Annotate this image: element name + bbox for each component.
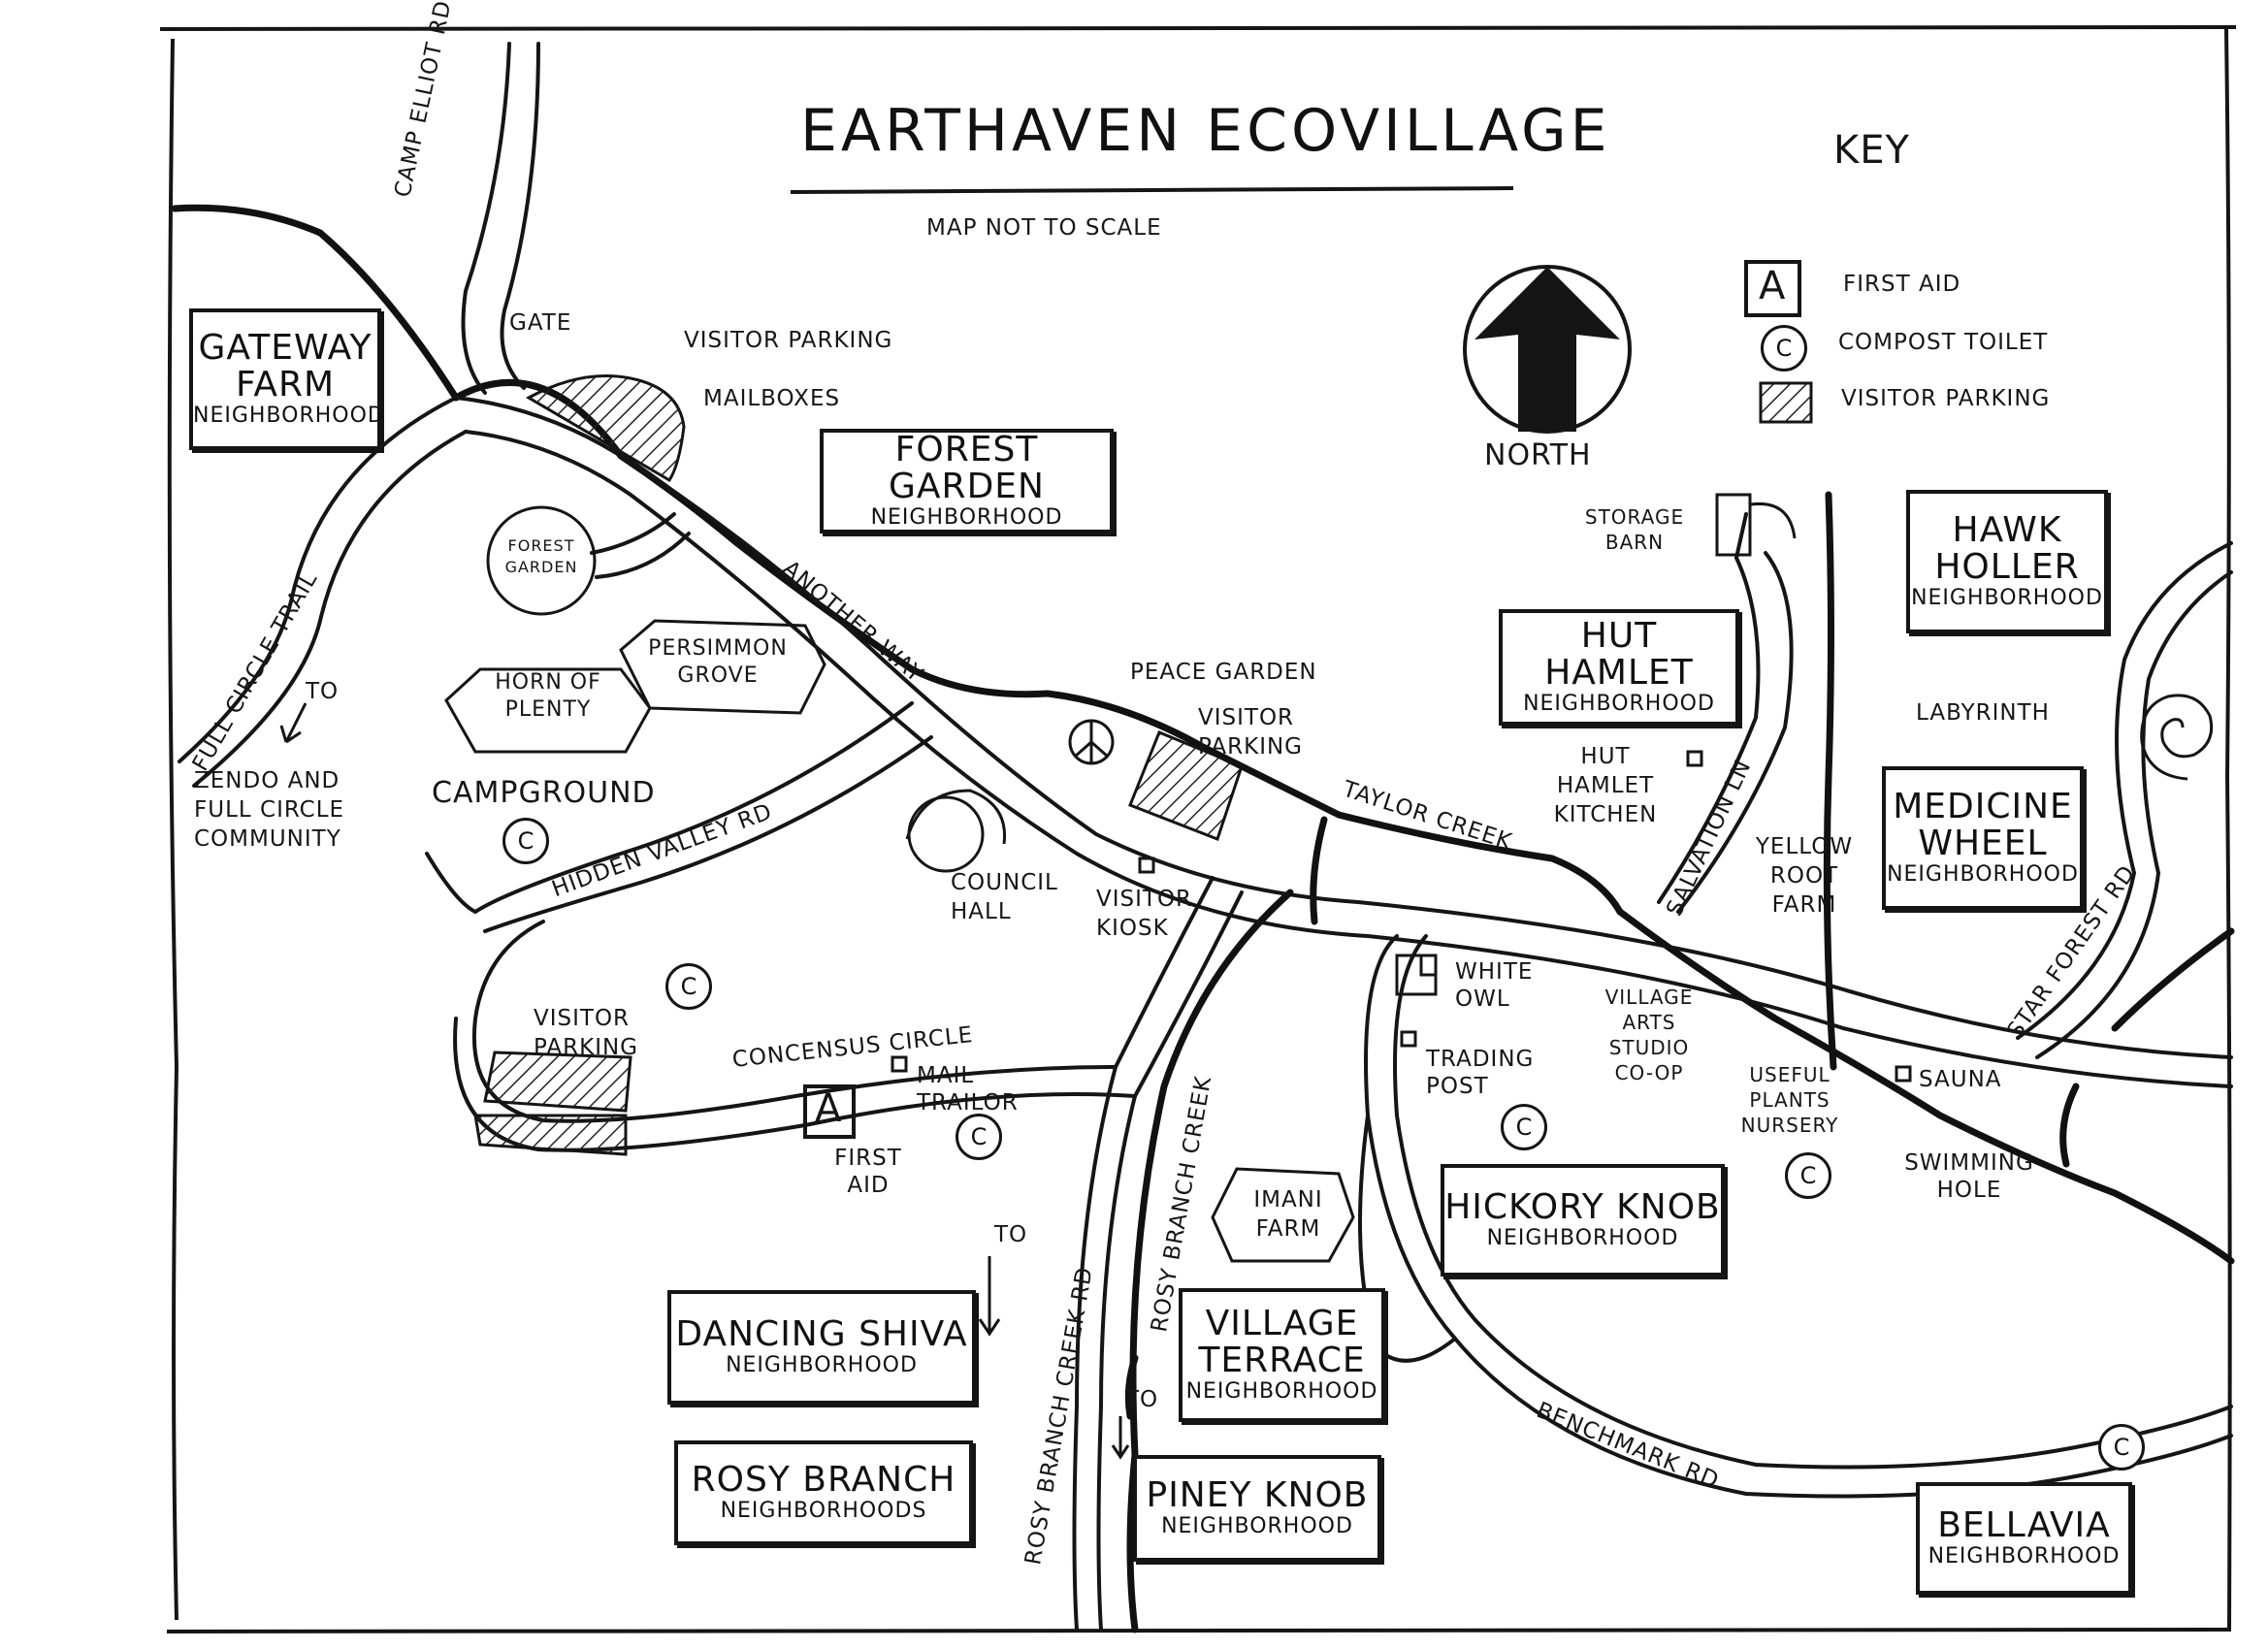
neighborhood-sub: NEIGHBORHOOD [1523,692,1715,716]
label-peace-garden: PEACE GARDEN [1130,660,1317,685]
neighborhood-sub: NEIGHBORHOOD [870,505,1063,530]
neighborhood-forest-garden: FOREST GARDEN NEIGHBORHOOD [820,429,1114,534]
map-title: EARTHAVEN ECOVILLAGE [800,97,1611,165]
label-visitor-parking-top: VISITOR PARKING [684,328,893,353]
key-compost-icon: C [1761,325,1807,372]
compost-toilet-icon: C [502,818,549,864]
label-hut-hamlet-kitchen: HUT HAMLET KITCHEN [1553,744,1658,827]
label-storage-barn: STORAGE BARN [1584,505,1685,554]
key-first-aid-symbol: A [1759,264,1787,308]
neighborhood-medicine-wheel: MEDICINE WHEEL NEIGHBORHOOD [1882,766,2084,910]
label-to-piney: TO [1125,1387,1159,1412]
neighborhood-name: VILLAGE TERRACE [1198,1304,1366,1380]
compost-toilet-icon: C [2098,1424,2145,1471]
neighborhood-name: FOREST GARDEN [889,430,1045,506]
map-subtitle: MAP NOT TO SCALE [926,215,1162,241]
north-arrow-icon [1463,265,1632,434]
neighborhood-sub: NEIGHBORHOOD [1928,1544,2121,1568]
neighborhood-name: HUT HAMLET [1544,616,1694,693]
neighborhood-sub: NEIGHBORHOOD [726,1353,918,1377]
labyrinth-icon [2140,694,2214,781]
label-to-left: TO [994,1222,1028,1247]
neighborhood-name: MEDICINE WHEEL [1893,787,2073,863]
neighborhood-name: DANCING SHIVA [675,1314,968,1354]
neighborhood-name: ROSY BRANCH [691,1460,956,1500]
label-first-aid: FIRST AID [834,1146,902,1198]
direction-arrows [279,702,1130,1460]
neighborhood-sub: NEIGHBORHOODS [720,1499,927,1523]
label-village-arts: VILLAGE ARTS STUDIO CO-OP [1604,986,1694,1084]
label-visitor-parking-mid: VISITOR PARKING [1198,705,1304,760]
compost-toilet-icon: C [1785,1152,1831,1199]
key-visitor-parking-label: VISITOR PARKING [1841,386,2051,411]
key-symbols [803,260,1813,1139]
label-persimmon-grove: PERSIMMON GROVE [648,636,788,688]
label-swimming-hole: SWIMMING HOLE [1904,1150,2034,1203]
label-mailboxes: MAILBOXES [703,386,841,411]
neighborhood-dancing-shiva: DANCING SHIVA NEIGHBORHOOD [667,1290,976,1405]
map-structures [444,493,1912,1263]
neighborhood-hawk-holler: HAWK HOLLER NEIGHBORHOOD [1906,490,2108,633]
neighborhood-sub: NEIGHBORHOOD [1185,1379,1378,1404]
title-underline [790,186,1514,194]
neighborhood-name: GATEWAY FARM [198,328,373,404]
peace-garden-icon [1068,719,1115,765]
road-lines [178,42,2233,1632]
label-labyrinth: LABYRINTH [1916,700,2050,726]
key-compost-label: COMPOST TOILET [1838,330,2049,355]
compost-toilet-icon: C [1501,1104,1547,1150]
neighborhood-sub: NEIGHBORHOOD [1486,1226,1679,1250]
north-label: NORTH [1484,438,1592,472]
label-horn-of-plenty: HORN OF PLENTY [495,670,601,722]
neighborhood-name: HAWK HOLLER [1934,510,2080,587]
compost-toilet-icon: C [665,963,712,1010]
neighborhood-sub: NEIGHBORHOOD [1161,1514,1353,1538]
neighborhood-hickory-knob: HICKORY KNOB NEIGHBORHOOD [1441,1164,1725,1277]
key-heading: KEY [1833,128,1910,173]
label-imani-farm: IMANI FARM [1253,1187,1323,1242]
neighborhood-gateway-farm: GATEWAY FARM NEIGHBORHOOD [189,308,385,450]
label-white-owl: WHITE OWL [1455,959,1534,1012]
label-yellow-root-farm: YELLOW ROOT FARM [1755,834,1854,918]
neighborhood-sub: NEIGHBORHOOD [1887,862,2079,887]
label-visitor-parking-left: VISITOR PARKING [534,1006,639,1060]
neighborhood-piney-knob: PINEY KNOB NEIGHBORHOOD [1133,1455,1381,1562]
label-forest-garden-small: FOREST GARDEN [504,536,578,576]
label-gate: GATE [509,310,572,336]
label-sauna: SAUNA [1919,1067,2002,1092]
label-council-hall: COUNCIL HALL [951,870,1058,924]
label-trading-post: TRADING POST [1426,1047,1535,1099]
key-first-aid-label: FIRST AID [1843,272,1961,297]
neighborhood-sub: NEIGHBORHOOD [1911,586,2103,610]
label-useful-plants: USEFUL PLANTS NURSERY [1740,1063,1839,1137]
label-campground: CAMPGROUND [432,776,656,810]
neighborhood-bellavia: BELLAVIA NEIGHBORHOOD [1916,1482,2132,1595]
neighborhood-name: HICKORY KNOB [1444,1187,1721,1227]
neighborhood-village-terrace: VILLAGE TERRACE NEIGHBORHOOD [1179,1288,1385,1422]
label-to-zendo: TO [306,679,340,704]
label-mail-trailer: MAIL TRAILOR [917,1063,1019,1116]
neighborhood-name: BELLAVIA [1937,1505,2111,1545]
neighborhood-rosy-branch: ROSY BRANCH NEIGHBORHOODS [674,1440,973,1545]
visitor-parking-areas [473,374,1244,1156]
label-zendo: ZENDO AND FULL CIRCLE COMMUNITY [194,768,345,852]
neighborhood-name: PINEY KNOB [1146,1475,1369,1515]
neighborhood-hut-hamlet: HUT HAMLET NEIGHBORHOOD [1499,609,1739,726]
label-first-aid-symbol: A [815,1086,843,1131]
label-visitor-kiosk: VISITOR KIOSK [1096,887,1193,941]
compost-toilet-icon: C [956,1114,1002,1160]
neighborhood-sub: NEIGHBORHOOD [193,404,385,428]
map-border [159,25,2237,1633]
